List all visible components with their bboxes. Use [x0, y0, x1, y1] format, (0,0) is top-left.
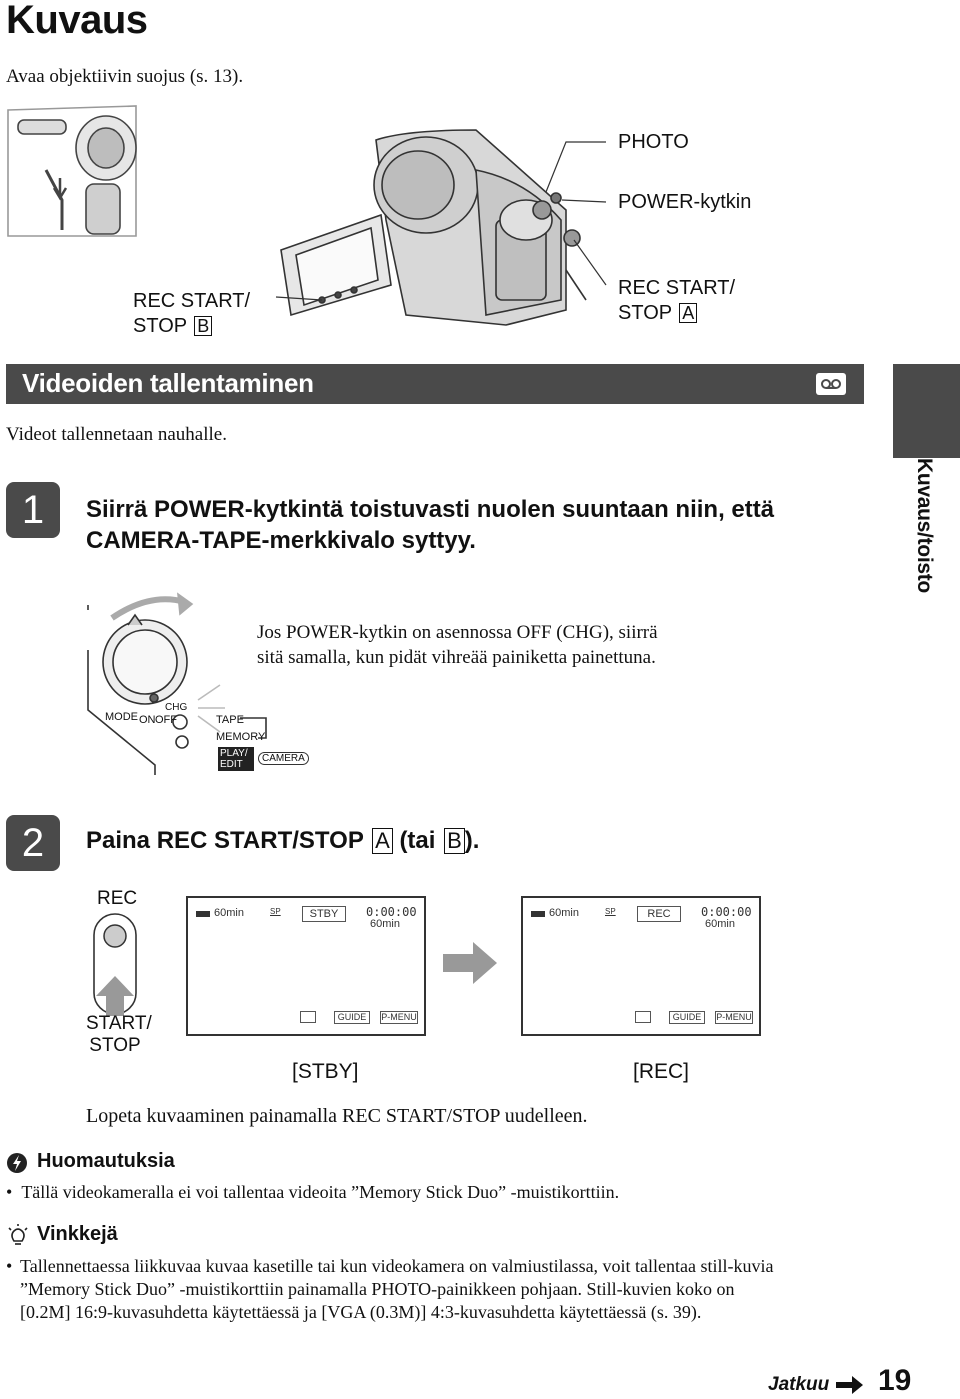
- notes-heading: Huomautuksia: [37, 1150, 175, 1172]
- rec-counter: 0:00:00: [701, 905, 752, 919]
- step-2-suffix: ).: [464, 827, 480, 854]
- dial-memory-label: MEMORY: [216, 731, 266, 743]
- page-number: 19: [878, 1364, 912, 1397]
- step-2-mid: (tai: [399, 827, 436, 854]
- side-tab-marker: [893, 364, 960, 458]
- camcorder-illustration: [7, 105, 607, 326]
- rec-caption: [REC]: [633, 1060, 690, 1083]
- lcd-screen-rec: 60min SP REC 0:00:00 60min GUIDE P-MENU: [521, 896, 761, 1036]
- dial-tape-label: TAPE: [216, 714, 244, 726]
- rec-start-stop-b-label: REC START/ STOP B: [133, 289, 250, 339]
- step-1-line2: CAMERA-TAPE-merkkivalo syttyy.: [86, 527, 476, 554]
- stby-mode-box: STBY: [302, 906, 346, 922]
- rec-start-a-line2: STOP: [618, 302, 672, 324]
- tips-line3: [0.2M] 16:9-kuvasuhdetta käytettäessä ja…: [20, 1302, 702, 1322]
- stby-sp-indicator: SP: [270, 907, 281, 916]
- battery-icon: [531, 911, 545, 917]
- camcorder-body: [280, 129, 587, 326]
- stby-remaining: 60min: [370, 918, 400, 930]
- rec-start-a-line1: REC START/: [618, 277, 736, 299]
- lightbulb-icon: [8, 1224, 28, 1245]
- continue-label: Jatkuu: [768, 1374, 830, 1395]
- notes-item: • Tällä videokameralla ei voi tallentaa …: [6, 1182, 620, 1202]
- step-2-letter-b: B: [444, 828, 465, 854]
- section-subtitle: Videot tallennetaan nauhalle.: [6, 424, 227, 445]
- stby-guide-button[interactable]: GUIDE: [334, 1011, 370, 1024]
- notes-item-text: Tällä videokameralla ei voi tallentaa vi…: [21, 1182, 620, 1202]
- tips-item: • Tallennettaessa liikkuvaa kuvaa kaseti…: [6, 1255, 866, 1324]
- dial-chg-label: CHG: [165, 702, 188, 713]
- power-dial-illustration: [87, 592, 267, 775]
- step-1-text: Siirrä POWER-kytkintä toistuvasti nuolen…: [86, 494, 774, 556]
- letter-b-badge: B: [194, 316, 213, 336]
- stby-pmenu-button[interactable]: P-MENU: [380, 1011, 418, 1024]
- dial-edit-label: EDIT: [220, 759, 243, 770]
- side-tab-label: Kuvaus/toisto: [894, 458, 936, 600]
- photo-label: PHOTO: [618, 131, 689, 153]
- battery-icon: [196, 911, 210, 917]
- step-1-note: Jos POWER-kytkin on asennossa OFF (CHG),…: [257, 620, 658, 670]
- stop-instruction: Lopeta kuvaaminen painamalla REC START/S…: [86, 1105, 588, 1127]
- tips-line1: Tallennettaessa liikkuvaa kuvaa kasetill…: [20, 1256, 774, 1276]
- dial-play-label: PLAY/: [220, 748, 248, 759]
- step-1-note-line1: Jos POWER-kytkin on asennossa OFF (CHG),…: [257, 622, 658, 643]
- tips-heading: Vinkkejä: [37, 1223, 118, 1245]
- rec-battery-time: 60min: [549, 907, 579, 919]
- section-title: Videoiden tallentaminen: [22, 368, 314, 398]
- step-2-badge: 2: [6, 815, 60, 871]
- rec-button-label: REC: [97, 888, 138, 909]
- dial-mode-label: MODE: [105, 711, 138, 723]
- rec-pmenu-button[interactable]: P-MENU: [715, 1011, 753, 1024]
- continue-arrow-icon: [836, 1376, 863, 1394]
- stby-battery-time: 60min: [214, 907, 244, 919]
- step-1-badge: 1: [6, 482, 60, 538]
- dial-play-edit-indicator: PLAY/ EDIT: [218, 747, 254, 771]
- stby-caption: [STBY]: [292, 1060, 359, 1083]
- rec-button-graphic: [93, 913, 137, 1016]
- step-2-letter-a: A: [372, 828, 393, 854]
- stby-counter: 0:00:00: [366, 905, 417, 919]
- rec-sp-indicator: SP: [605, 907, 616, 916]
- start-stop-line1: START/: [86, 1013, 152, 1034]
- dial-on-label: ON: [139, 714, 156, 726]
- stby-tape-icon: [300, 1011, 316, 1023]
- start-stop-line2: STOP: [89, 1035, 141, 1056]
- rec-guide-button[interactable]: GUIDE: [669, 1011, 705, 1024]
- rec-remaining: 60min: [705, 918, 735, 930]
- rec-mode-box: REC: [637, 906, 681, 922]
- tips-line2: ”Memory Stick Duo” -muistikorttiin paina…: [20, 1279, 735, 1299]
- section-header-bar: Videoiden tallentaminen: [6, 364, 864, 404]
- rec-tape-icon: [635, 1011, 651, 1023]
- callout-lines: [275, 141, 607, 301]
- page-title: Kuvaus: [6, 0, 148, 42]
- caution-icon: [7, 1153, 27, 1173]
- step-1-line1: Siirrä POWER-kytkintä toistuvasti nuolen…: [86, 496, 775, 523]
- step-1-note-line2: sitä samalla, kun pidät vihreää painiket…: [257, 647, 656, 668]
- intro-text: Avaa objektiivin suojus (s. 13).: [6, 66, 244, 87]
- step-2-prefix: Paina REC START/STOP: [86, 827, 364, 854]
- side-tab-text: Kuvaus/toisto: [913, 458, 936, 593]
- transition-arrow-icon: [443, 942, 497, 984]
- dial-camera-indicator: CAMERA: [258, 752, 309, 765]
- tape-icon: [816, 373, 846, 395]
- rec-start-b-line2: STOP: [133, 315, 187, 337]
- start-stop-button-label: START/ STOP: [86, 1013, 152, 1057]
- lcd-screen-stby: 60min SP STBY 0:00:00 60min GUIDE P-MENU: [186, 896, 426, 1036]
- letter-a-badge: A: [679, 303, 698, 323]
- rec-start-stop-a-label: REC START/ STOP A: [618, 276, 735, 326]
- lens-cover-inset: [7, 105, 137, 237]
- dial-off-label: OFF: [155, 714, 177, 726]
- rec-start-b-line1: REC START/: [133, 290, 251, 312]
- power-switch-label: POWER-kytkin: [618, 191, 752, 213]
- step-2-text: Paina REC START/STOP A (tai B).: [86, 825, 479, 856]
